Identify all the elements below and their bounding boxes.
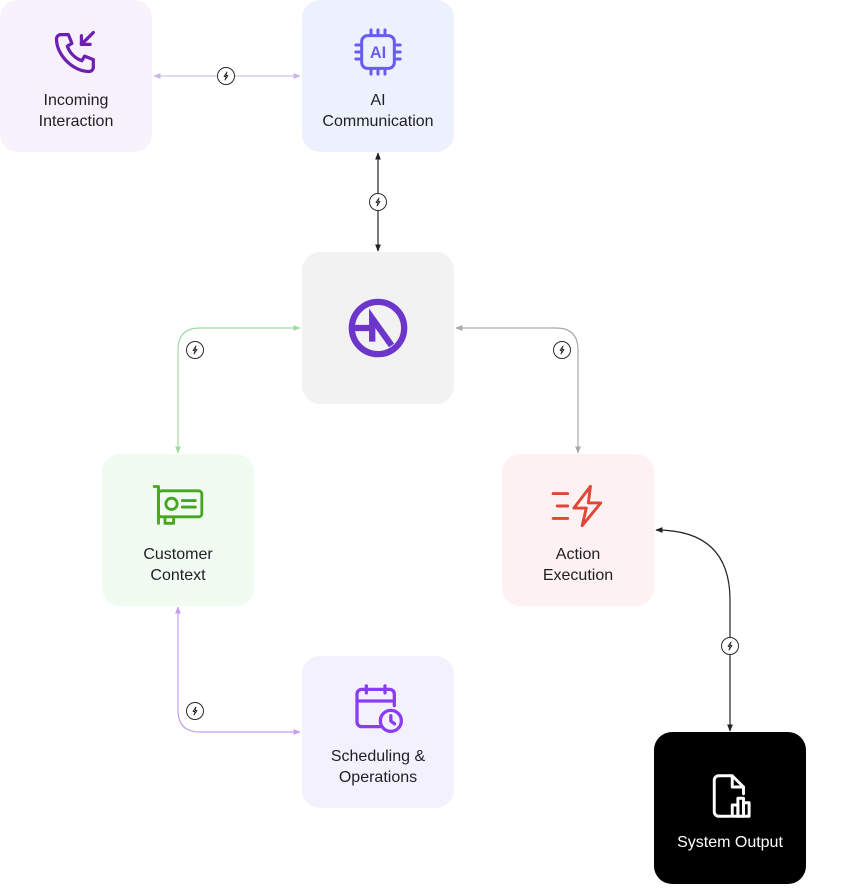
file-chart-icon	[654, 766, 806, 826]
connector-badge-icon	[553, 341, 571, 359]
ai-chip-label: AI	[370, 44, 386, 62]
node-label: Customer Context	[143, 546, 213, 584]
node-label: Scheduling & Operations	[330, 748, 426, 786]
fast-bolt-icon	[502, 476, 654, 536]
node-system-output: System Output	[654, 732, 806, 884]
node-label: Action Execution	[542, 546, 614, 584]
node-action-execution: Action Execution	[502, 454, 654, 606]
node-ai-communication: AI AI Communication	[302, 0, 454, 152]
node-customer-context: Customer Context	[102, 454, 254, 606]
node-incoming-interaction: Incoming Interaction	[0, 0, 152, 152]
phone-incoming-icon	[0, 22, 152, 82]
connector-customer-scheduling	[175, 606, 301, 735]
node-label: System Output	[677, 834, 783, 851]
connector-badge-icon	[186, 702, 204, 720]
connector-badge-icon	[721, 637, 739, 655]
connector-core-action	[455, 325, 581, 454]
node-label: Incoming Interaction	[38, 92, 114, 130]
connector-badge-icon	[186, 341, 204, 359]
node-core	[302, 252, 454, 404]
connector-badge-icon	[217, 67, 235, 85]
connector-core-customer	[175, 325, 301, 454]
calendar-clock-icon	[302, 678, 454, 738]
connector-badge-icon	[369, 193, 387, 211]
brand-logo-icon	[302, 298, 454, 358]
id-card-icon	[102, 476, 254, 536]
node-label: AI Communication	[322, 92, 434, 130]
node-scheduling-operations: Scheduling & Operations	[302, 656, 454, 808]
connector-action-output	[655, 527, 733, 732]
ai-chip-icon: AI	[302, 22, 454, 82]
